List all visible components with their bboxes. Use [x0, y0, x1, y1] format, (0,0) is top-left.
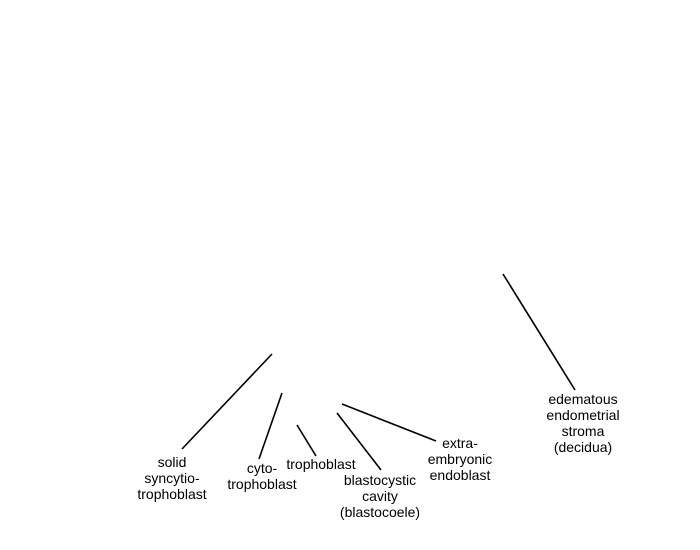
label-line: solid: [157, 454, 187, 470]
label-line: (blastocoele): [339, 504, 421, 520]
label-line: stroma: [561, 423, 605, 439]
label-edematous-endometrial-stroma: edematous endometrial stroma (decidua): [536, 391, 630, 455]
label-line: (decidua): [553, 439, 613, 455]
leader-line-solid-syncytiotrophoblast: [181, 353, 273, 450]
leader-line-extraembryonic-endoblast: [341, 403, 437, 442]
label-line: trophoblast: [286, 456, 356, 472]
label-line: cavity: [362, 488, 398, 504]
leader-line-cytotrophoblast: [258, 392, 283, 460]
label-line: blastocystic: [343, 472, 417, 488]
label-extraembryonic-endoblast: extra- embryonic endoblast: [420, 435, 500, 483]
label-line: cyto-: [246, 460, 278, 476]
label-line: trophoblast: [227, 476, 297, 492]
label-blastocystic-cavity: blastocystic cavity (blastocoele): [332, 472, 428, 520]
label-cytotrophoblast: cyto- trophoblast: [218, 460, 306, 492]
leader-line-edematous-endometrial-stroma: [502, 273, 576, 391]
label-line: edematous: [548, 391, 618, 407]
leader-line-blastocystic-cavity: [336, 412, 382, 471]
label-line: trophoblast: [137, 486, 207, 502]
leader-line-trophoblast: [296, 424, 317, 457]
label-line: extra-: [442, 435, 478, 451]
label-solid-syncytiotrophoblast: solid syncytio- trophoblast: [126, 454, 218, 502]
label-line: endoblast: [429, 467, 491, 483]
label-line: syncytio-: [144, 470, 200, 486]
label-line: embryonic: [427, 451, 493, 467]
label-trophoblast: trophoblast: [280, 456, 362, 472]
label-line: endometrial: [546, 407, 620, 423]
